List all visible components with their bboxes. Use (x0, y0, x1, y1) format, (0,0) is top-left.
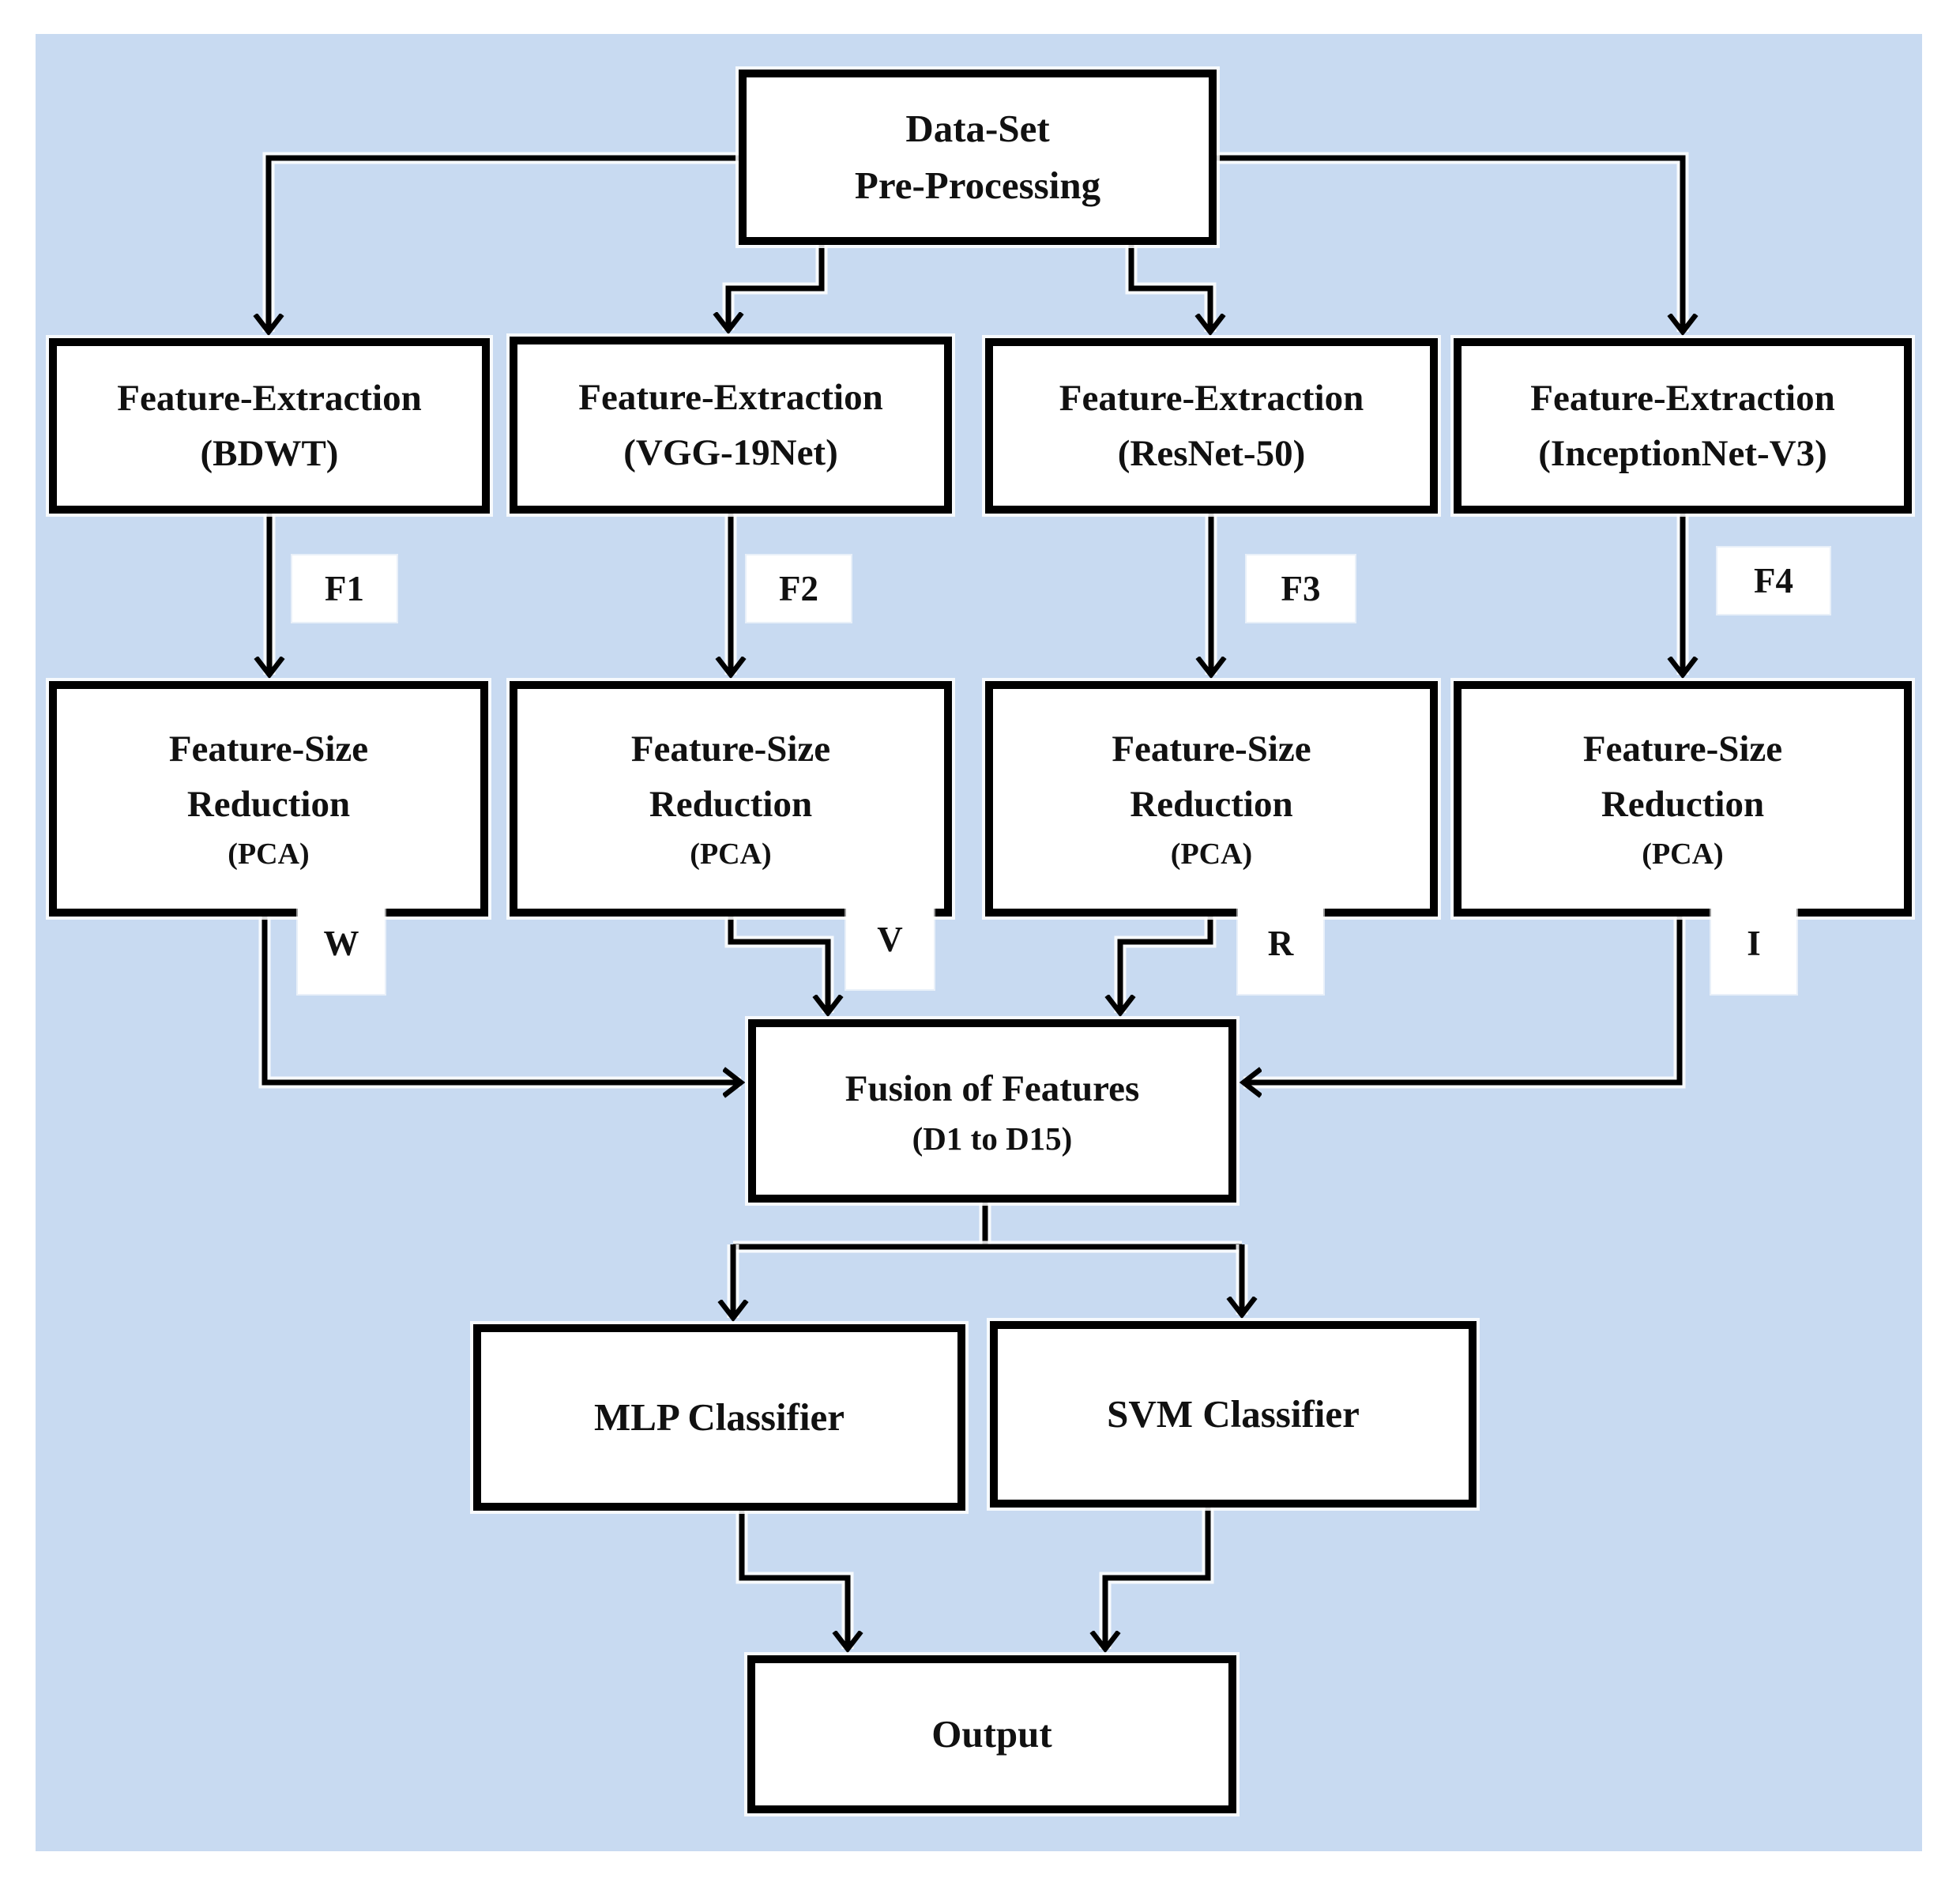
node-feature-size-reduction-pca-3: Feature-Size Reduction (PCA) (985, 681, 1438, 917)
node-label: Reduction (1130, 784, 1293, 825)
node-feature-size-reduction-pca-4: Feature-Size Reduction (PCA) (1454, 681, 1912, 917)
node-label: Feature-Extraction (578, 377, 883, 418)
edge-label-w: W (298, 893, 385, 994)
edge-label-r: R (1238, 893, 1323, 994)
node-label: (InceptionNet-V3) (1538, 433, 1827, 474)
node-label: Fusion of Features (845, 1068, 1140, 1109)
node-label: Feature-Extraction (1059, 378, 1364, 419)
node-mlp-classifier: MLP Classifier (473, 1324, 965, 1511)
node-label: Feature-Size (630, 728, 831, 770)
node-label: Feature-Size (1112, 728, 1311, 770)
node-label: Reduction (186, 784, 351, 825)
node-label: (PCA) (1170, 838, 1253, 871)
node-label: Reduction (1601, 784, 1765, 825)
node-label: (BDWT) (200, 433, 339, 474)
node-label: Pre-Processing (854, 164, 1101, 207)
node-feature-size-reduction-pca-1: Feature-Size Reduction (PCA) (49, 681, 488, 917)
node-label: Feature-Size (1582, 728, 1783, 770)
node-feature-extraction-resnet50: Feature-Extraction (ResNet-50) (985, 338, 1438, 514)
node-label: Feature-Size (168, 728, 369, 770)
edge-label-v: V (846, 890, 934, 989)
node-label: MLP Classifier (593, 1395, 845, 1439)
node-label: Feature-Extraction (1530, 378, 1835, 419)
node-label: (PCA) (690, 838, 772, 871)
node-label: Feature-Extraction (117, 378, 422, 419)
node-label: (PCA) (228, 838, 310, 871)
edge-label-f1: F1 (292, 555, 397, 622)
node-fusion-of-features: Fusion of Features (D1 to D15) (748, 1019, 1236, 1203)
node-label: (VGG-19Net) (623, 432, 838, 473)
node-feature-extraction-vgg19: Feature-Extraction (VGG-19Net) (510, 337, 952, 514)
node-feature-size-reduction-pca-2: Feature-Size Reduction (PCA) (510, 681, 952, 917)
node-label: Data-Set (905, 107, 1050, 150)
node-label: (D1 to D15) (912, 1120, 1073, 1157)
node-label: Reduction (649, 784, 813, 825)
node-dataset-preprocessing: Data-Set Pre-Processing (739, 70, 1217, 245)
node-output: Output (747, 1655, 1236, 1813)
edge-label-f4: F4 (1717, 548, 1830, 614)
node-feature-extraction-inceptionnet: Feature-Extraction (InceptionNet-V3) (1454, 338, 1912, 514)
node-label: (ResNet-50) (1117, 433, 1306, 474)
node-label: SVM Classifier (1107, 1392, 1360, 1436)
node-feature-extraction-bdwt: Feature-Extraction (BDWT) (49, 338, 490, 514)
edge-label-f2: F2 (747, 555, 851, 622)
node-label: (PCA) (1642, 838, 1724, 871)
node-label: Output (931, 1712, 1052, 1756)
node-svm-classifier: SVM Classifier (990, 1321, 1477, 1508)
edge-label-i: I (1711, 893, 1796, 994)
edge-label-f3: F3 (1247, 555, 1355, 622)
